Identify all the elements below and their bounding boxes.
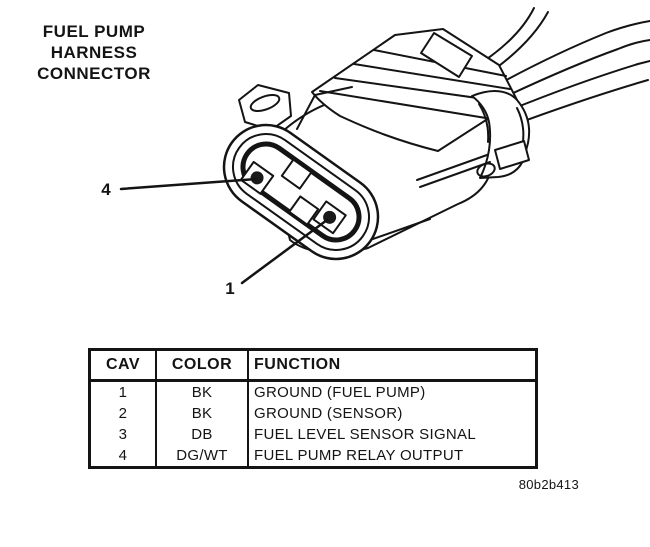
diagram-title-line-1: FUEL PUMP <box>42 22 146 41</box>
cell-cav: 2 <box>118 405 128 422</box>
column-header-color: COLOR <box>155 349 248 382</box>
pinout-table: CAV COLOR FUNCTION 1 BK GROUND (FUEL PUM… <box>88 348 538 469</box>
leader-line-4 <box>119 177 258 191</box>
cell-cav: 1 <box>118 384 128 401</box>
connector-face <box>222 123 380 261</box>
table-row: 4 DG/WT FUEL PUMP RELAY OUTPUT <box>90 445 537 468</box>
diagram-title-line-2: HARNESS <box>50 43 138 62</box>
cell-cav: 4 <box>118 447 128 464</box>
pin-4-marker <box>250 171 264 185</box>
diagram-title-line-3: CONNECTOR <box>37 64 151 83</box>
cell-color: BK <box>155 403 248 424</box>
table-row: 1 BK GROUND (FUEL PUMP) <box>90 380 537 403</box>
cell-color: DB <box>155 424 248 445</box>
cavity-3 <box>280 158 313 190</box>
cell-function: GROUND (SENSOR) <box>247 403 537 424</box>
cell-cav: 3 <box>118 426 128 443</box>
cell-function: GROUND (FUEL PUMP) <box>247 380 537 403</box>
figure-code: 80b2b413 <box>518 477 579 492</box>
column-header-function: FUNCTION <box>247 349 537 382</box>
callout-label-4: 4 <box>101 180 111 199</box>
column-header-cav: CAV <box>89 349 156 382</box>
table-row: 3 DB FUEL LEVEL SENSOR SIGNAL <box>90 424 537 445</box>
cell-function: FUEL PUMP RELAY OUTPUT <box>247 445 537 468</box>
wire-strap <box>471 90 531 179</box>
cavity-2 <box>288 195 320 226</box>
leader-line-1 <box>240 218 329 285</box>
callout-label-1: 1 <box>225 279 235 298</box>
latch-hood <box>311 28 518 152</box>
diagram-title: FUEL PUMP HARNESS CONNECTOR <box>16 21 172 84</box>
cell-color: DG/WT <box>155 445 248 468</box>
table-row: 2 BK GROUND (SENSOR) <box>90 403 537 424</box>
cell-function: FUEL LEVEL SENSOR SIGNAL <box>247 424 537 445</box>
pinout-header-row: CAV COLOR FUNCTION <box>89 349 537 382</box>
clip-tab <box>238 84 353 131</box>
cell-color: BK <box>155 380 248 403</box>
